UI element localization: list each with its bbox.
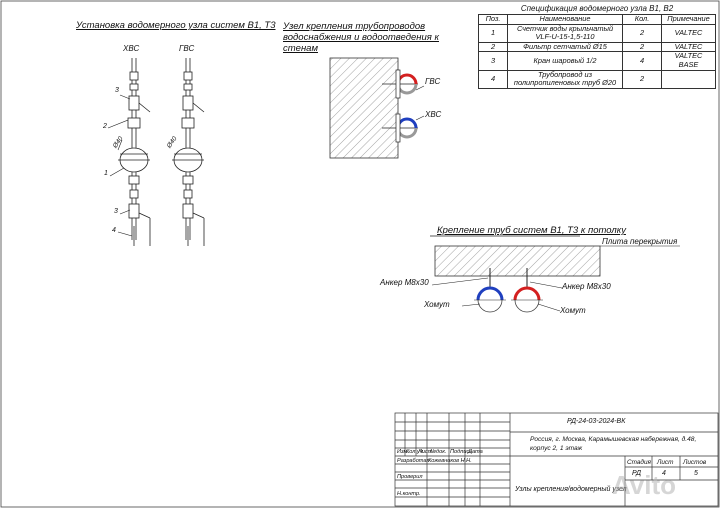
ceiling-pipe-hot [511, 268, 543, 313]
ceiling-mount-title: Крепление труб систем В1, Т3 к потолку [437, 225, 626, 236]
stamp-sheet-header: Лист [657, 459, 674, 466]
clamp-right-label: Хомут [560, 306, 586, 315]
spec-cell: 2 [478, 41, 508, 53]
slab-label: Плита перекрытия [602, 237, 678, 246]
riser-pos-4: 4 [112, 227, 116, 234]
stamp-checked-label: Проверил [397, 474, 423, 480]
document-code: РД-24-03-2024-ВК [567, 418, 626, 425]
stamp-sheets-header: Листов [683, 459, 707, 466]
riser-pos-3-top: 3 [115, 87, 119, 94]
stamp-col-date: Дата [468, 449, 483, 455]
riser-leaders [107, 94, 133, 237]
spec-cell: 2 [622, 69, 662, 89]
riser-pos-2: 2 [103, 123, 107, 130]
table-row: 1 Счетчик воды крыльчатый VLF-U-15-1,5-1… [478, 23, 716, 43]
riser-hot [172, 58, 205, 246]
riser-hot-label: ГВС [179, 44, 195, 53]
stamp-norm-label: Н.контр. [397, 491, 421, 497]
stamp-developed-label: Разработал [397, 458, 430, 464]
riser-cold [118, 58, 151, 246]
spec-header-row: Поз. Наименование Кол. Примечание [478, 14, 716, 25]
spec-cell: Фильтр сетчатый Ø15 [507, 41, 623, 53]
specification-table: Спецификация водомерного узла В1, В2 Поз… [478, 4, 716, 89]
spec-header-pos: Поз. [478, 14, 508, 25]
spec-cell: Счетчик воды крыльчатый VLF-U-15-1,5-110 [507, 23, 623, 43]
anchor-left-label: Анкер М8х30 [380, 278, 429, 287]
stamp-stage-value: РД [632, 470, 642, 477]
stamp-sheets-value: 5 [694, 470, 698, 477]
wall-mount-title: Узел крепления трубопроводов водоснабжен… [283, 21, 439, 54]
stamp-col-signature: Подпись [450, 449, 473, 455]
stamp-sheet-value: 4 [662, 470, 666, 477]
riser-cold-label: ХВС [123, 44, 140, 53]
clamp-left-label: Хомут [424, 300, 450, 309]
spec-caption: Спецификация водомерного узла В1, В2 [520, 4, 674, 13]
riser-pos-3-bottom: 3 [114, 208, 118, 215]
spec-cell: 1 [478, 23, 508, 43]
ceiling-leaders [431, 277, 563, 312]
anchor-right-label: Анкер М8х30 [562, 282, 611, 291]
spec-cell: 3 [478, 51, 508, 71]
spec-header-qty: Кол. [622, 14, 662, 25]
table-row: 2 Фильтр сетчатый Ø15 2 VALTEC [478, 41, 716, 53]
stamp-col-doc: №док. [430, 449, 447, 455]
stamp-col-sheet: Лист [418, 449, 433, 455]
spec-cell: 2 [622, 23, 662, 43]
spec-cell: VALTEC [661, 23, 716, 43]
riser-pos-1: 1 [104, 170, 108, 177]
project-address: Россия, г. Москва, Карамышевская набереж… [530, 436, 697, 452]
spec-cell: 2 [622, 41, 662, 53]
wall-pipe-cold [382, 113, 418, 143]
spec-cell: Кран шаровый 1/2 [507, 51, 623, 71]
ceiling-pipe-cold [474, 268, 506, 313]
watermark: Avito [612, 470, 677, 500]
table-row: 4 Трубопровод из полипропиленовых труб Ø… [478, 69, 716, 89]
table-row: 3 Кран шаровый 1/2 4 VALTEC BASE [478, 51, 716, 71]
spec-cell: VALTEC BASE [661, 51, 716, 71]
ceiling-slab [434, 245, 601, 277]
stamp-col-qty: Кол.уч. [406, 449, 425, 455]
wall-hot-label: ГВС [425, 77, 441, 86]
wall-section [329, 57, 399, 159]
spec-cell: 4 [622, 51, 662, 71]
spec-cell [661, 69, 716, 89]
sheet-title: Узлы крепления/водомерный узел [515, 486, 627, 493]
spec-header-note: Примечание [661, 14, 716, 25]
stamp-stage-header: Стадия [627, 459, 651, 466]
wall-cold-label: ХВС [425, 110, 442, 119]
wall-pipe-hot [382, 69, 418, 99]
stamp-grid [394, 412, 719, 507]
water-meter-title: Установка водомерного узла систем В1, Т3 [76, 20, 276, 31]
spec-cell: Трубопровод из полипропиленовых труб Ø20 [507, 69, 623, 89]
spec-header-name: Наименование [507, 14, 623, 25]
spec-cell: 4 [478, 69, 508, 89]
stamp-developer-name: Кожевников Н.Н. [428, 458, 472, 464]
stamp-col-change: Изм. [397, 449, 409, 455]
